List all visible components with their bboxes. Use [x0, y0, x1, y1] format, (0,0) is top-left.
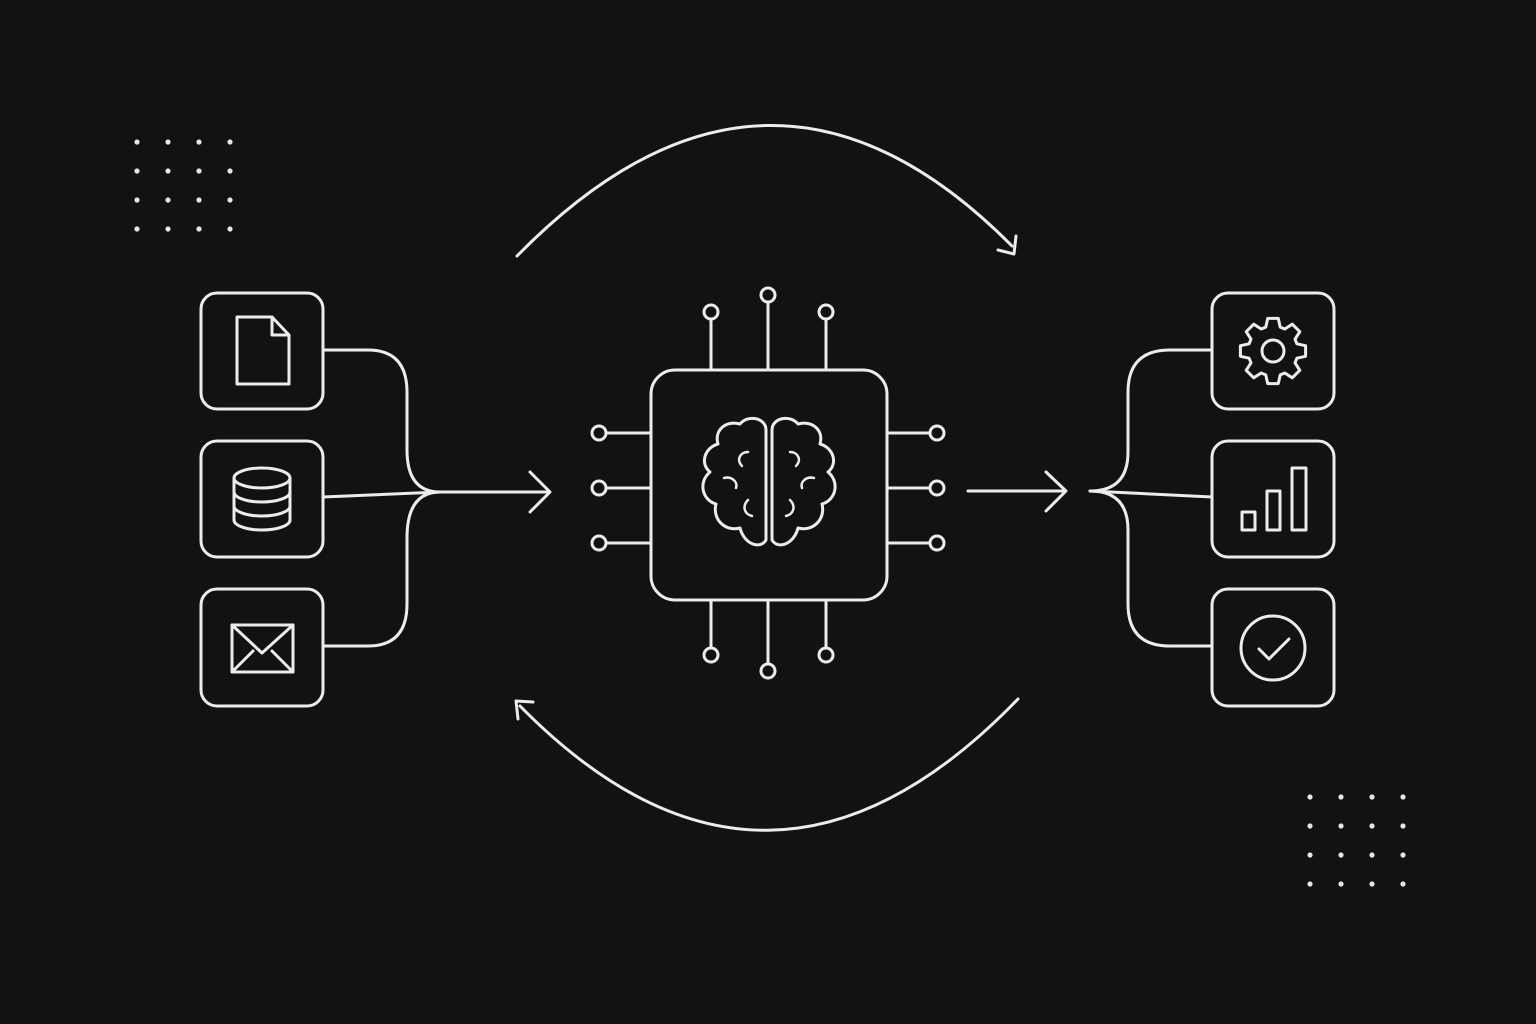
- decorative-dot: [134, 226, 140, 232]
- decorative-dot: [196, 168, 202, 174]
- decorative-dot: [227, 168, 233, 174]
- decorative-dot: [165, 139, 171, 145]
- decorative-dot: [1400, 794, 1406, 800]
- decorative-dot: [227, 226, 233, 232]
- output-connectors: [966, 348, 1214, 648]
- decorative-dot: [1307, 794, 1313, 800]
- bottom-arrowhead: [514, 699, 535, 721]
- decorative-dot: [1369, 881, 1375, 887]
- output-settings: [1210, 291, 1336, 411]
- decorative-dot: [1307, 881, 1313, 887]
- decorative-dot: [1369, 794, 1375, 800]
- input-box: [199, 587, 325, 708]
- decorative-dot: [165, 197, 171, 203]
- decorative-dot: [196, 139, 202, 145]
- decorative-dot: [1400, 881, 1406, 887]
- output-box: [1210, 439, 1336, 559]
- top-arrowhead: [996, 234, 1018, 256]
- decorative-dot: [1338, 823, 1344, 829]
- input-connectors: [321, 348, 552, 648]
- output-success: [1210, 587, 1336, 708]
- decorative-dot: [196, 197, 202, 203]
- output-arrowhead: [1044, 470, 1068, 513]
- decorative-dot: [196, 226, 202, 232]
- dot-grid-bottom-right: [1307, 794, 1406, 887]
- bar-chart-icon: [1240, 466, 1308, 532]
- input-document: [199, 291, 325, 411]
- decorative-dot: [227, 197, 233, 203]
- bottom-arc: [518, 697, 1020, 832]
- decorative-dot: [165, 226, 171, 232]
- brain-icon: [701, 416, 837, 547]
- decorative-dot: [227, 139, 233, 145]
- decorative-dot: [1307, 852, 1313, 858]
- decorative-dot: [1369, 823, 1375, 829]
- output-box: [1210, 291, 1336, 411]
- input-box: [199, 439, 325, 559]
- check-circle-icon: [1239, 614, 1307, 682]
- top-cycle-arrow: [515, 124, 1018, 258]
- input-box: [199, 291, 325, 411]
- bottom-cycle-arrow: [514, 697, 1020, 832]
- decorative-dot: [1338, 881, 1344, 887]
- decorative-dot: [1338, 794, 1344, 800]
- mail-icon: [230, 623, 295, 674]
- gear-icon: [1238, 316, 1308, 386]
- dot-grid-top-left: [134, 139, 233, 232]
- input-database: [199, 439, 325, 559]
- decorative-dot: [1369, 852, 1375, 858]
- chip-pins-top: [702, 286, 835, 372]
- decorative-dot: [1400, 852, 1406, 858]
- chip-body: [649, 368, 889, 602]
- top-arc: [515, 124, 1014, 258]
- input-arrowhead: [528, 470, 552, 514]
- output-analytics: [1210, 439, 1336, 559]
- decorative-dot: [134, 139, 140, 145]
- decorative-dot: [134, 168, 140, 174]
- decorative-dot: [1400, 823, 1406, 829]
- decorative-dot: [1338, 852, 1344, 858]
- decorative-dot: [165, 168, 171, 174]
- output-box: [1210, 587, 1336, 708]
- decorative-dot: [1307, 823, 1313, 829]
- database-icon: [232, 466, 292, 532]
- chip-pins-left: [590, 424, 653, 552]
- chip-pins-right: [885, 424, 946, 552]
- input-mail: [199, 587, 325, 708]
- chip-pins-bottom: [702, 598, 835, 680]
- decorative-dot: [134, 197, 140, 203]
- processor-chip: [590, 286, 946, 680]
- document-icon: [235, 315, 291, 386]
